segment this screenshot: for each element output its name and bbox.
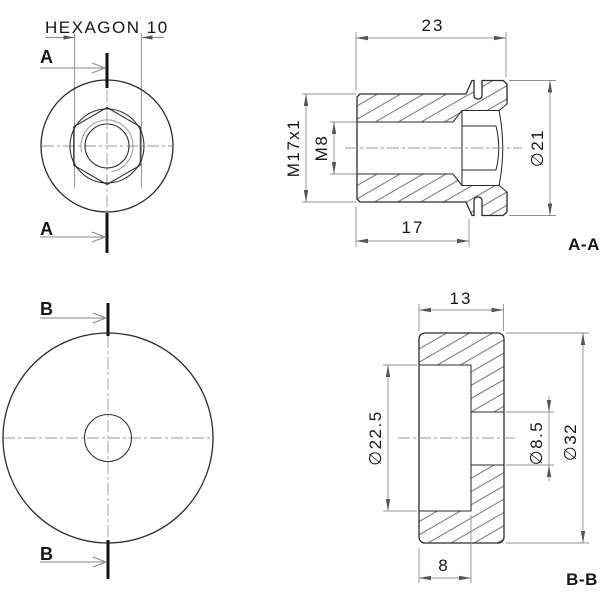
front-view-top: HEXAGON 10 A A [40, 18, 174, 253]
socket-chamfer-circle [69, 108, 145, 184]
dim-23-label: 23 [422, 16, 445, 35]
front-view-bottom: B B [2, 299, 214, 579]
dim-internal-thread: M8 [312, 121, 356, 175]
dim-13-label: 13 [450, 289, 473, 308]
dim-hole-diameter: ∅8.5 [506, 396, 554, 481]
thread-minor-hole [84, 123, 130, 169]
dim-17-label: 17 [402, 218, 425, 237]
dim-8-label: 8 [438, 556, 449, 575]
dim-counterbore-depth: 8 [418, 515, 472, 583]
section-bb-hatch [419, 333, 504, 543]
dim-outer-diameter: ∅32 [506, 332, 589, 544]
section-aa-view: 23 17 M17x1 M8 [284, 16, 600, 254]
dim-d8-5-label: ∅8.5 [527, 421, 546, 465]
dim-d22-5-label: ∅22.5 [366, 410, 385, 465]
dim-overall-length: 23 [355, 16, 507, 90]
section-letter-b-bottom: B [40, 544, 54, 564]
section-plane-b: B B [40, 299, 110, 579]
dim-counterbore-diameter: ∅22.5 [366, 364, 417, 512]
dim-flange-diameter: ∅21 [509, 80, 556, 216]
centerlines [42, 90, 172, 211]
section-letter-b-top: B [40, 299, 54, 319]
section-plane-a: A A [40, 47, 109, 253]
hexagon-dimension-label: HEXAGON 10 [45, 18, 169, 37]
dim-thread-length: 17 [355, 207, 470, 247]
center-hole-circle [83, 413, 133, 463]
dim-external-thread: M17x1 [284, 93, 356, 203]
section-letter-a-bottom: A [40, 219, 54, 239]
dim-d21-label: ∅21 [528, 129, 547, 167]
dim-m17x1-label: M17x1 [284, 119, 303, 178]
centerlines-bottom [3, 336, 214, 540]
section-bb-view: 13 8 ∅22.5 ∅8.5 [366, 289, 598, 589]
section-bb-label: B-B [566, 570, 598, 589]
thread-major-arc [80, 119, 134, 173]
section-aa-label: A-A [568, 235, 600, 254]
dim-d32-label: ∅32 [561, 423, 580, 461]
hexagon-socket [73, 106, 141, 186]
section-aa-hatch [357, 80, 507, 216]
dim-m8-label: M8 [312, 135, 331, 162]
dim-width: 13 [418, 289, 504, 331]
section-letter-a-top: A [40, 47, 54, 67]
hexagon-dimension: HEXAGON 10 [45, 18, 169, 188]
